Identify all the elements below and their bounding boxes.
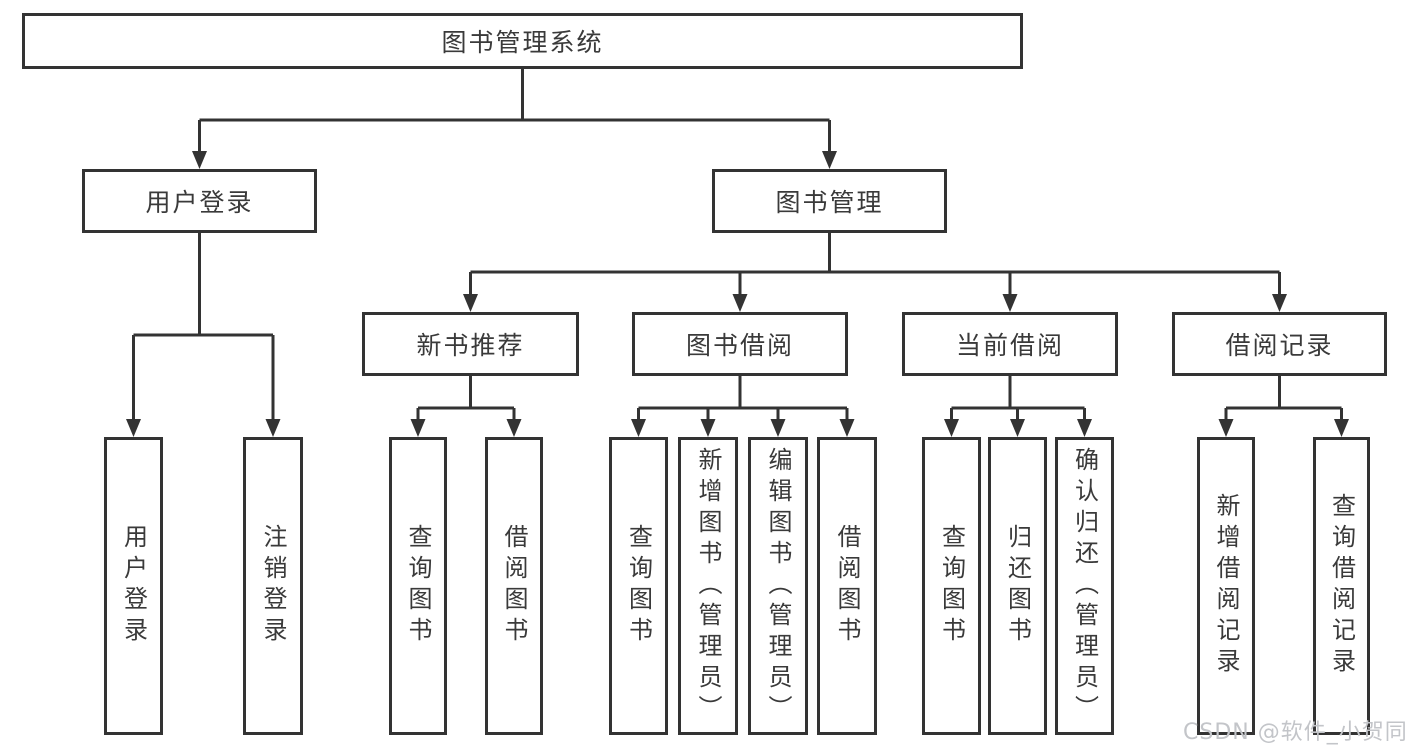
node-new-book-recommend-label: 新书推荐 [416,331,525,360]
leaf-add-borrow-record-label: 新增借阅记录 [1212,493,1240,679]
connector-book-management-to-level3 [463,233,1287,312]
node-new-book-recommend: 新书推荐 [362,312,579,376]
node-root: 图书管理系统 [22,13,1023,69]
node-user-login-label: 用户登录 [145,188,254,217]
leaf-add-borrow-record: 新增借阅记录 [1197,437,1255,735]
leaf-query-books-borrow-label: 查询图书 [624,524,653,648]
node-user-login: 用户登录 [82,169,317,233]
node-current-borrow: 当前借阅 [902,312,1118,376]
leaf-borrow-books-label: 借阅图书 [833,524,861,648]
connector-new-book-to-leaves [410,376,522,437]
leaf-user-login: 用户登录 [104,437,163,735]
leaf-query-books-current-label: 查询图书 [937,524,966,648]
connector-current-borrow-to-leaves [944,376,1092,437]
leaf-return-book-label: 归还图书 [1003,524,1032,648]
leaf-query-borrow-record-label: 查询借阅记录 [1327,493,1356,679]
leaf-query-books-recommend: 查询图书 [389,437,447,735]
connector-user-login-to-leaves [126,233,281,437]
leaf-borrow-books-recommend: 借阅图书 [485,437,543,735]
leaf-logout: 注销登录 [243,437,303,735]
leaf-return-book: 归还图书 [988,437,1047,735]
leaf-confirm-return-admin-label: 确认归还（管理员） [1070,446,1099,726]
node-borrow-records-label: 借阅记录 [1225,331,1334,360]
connector-root-to-level2 [192,69,837,169]
leaf-query-borrow-record: 查询借阅记录 [1313,437,1370,735]
node-current-borrow-label: 当前借阅 [955,331,1064,360]
leaf-confirm-return-admin: 确认归还（管理员） [1055,437,1114,735]
node-borrow-records: 借阅记录 [1172,312,1387,376]
leaf-borrow-books: 借阅图书 [817,437,877,735]
leaf-add-book-admin: 新增图书（管理员） [678,437,738,735]
leaf-edit-book-admin: 编辑图书（管理员） [748,437,808,735]
node-book-management: 图书管理 [712,169,947,233]
node-book-management-label: 图书管理 [775,188,884,217]
leaf-logout-label: 注销登录 [259,524,287,648]
node-root-label: 图书管理系统 [441,28,604,57]
leaf-user-login-label: 用户登录 [119,524,148,648]
connector-borrow-records-to-leaves [1218,376,1349,437]
leaf-edit-book-admin-label: 编辑图书（管理员） [764,446,792,726]
leaf-borrow-books-recommend-label: 借阅图书 [500,524,528,648]
node-book-borrow-label: 图书借阅 [685,331,794,360]
leaf-add-book-admin-label: 新增图书（管理员） [694,446,722,726]
leaf-query-books-recommend-label: 查询图书 [404,524,432,648]
csdn-watermark: CSDN @软件_小贺同学 [1183,720,1405,745]
connector-book-borrow-to-leaves [631,376,855,437]
leaf-query-books-current: 查询图书 [922,437,981,735]
leaf-query-books-borrow: 查询图书 [609,437,668,735]
node-book-borrow: 图书借阅 [632,312,848,376]
